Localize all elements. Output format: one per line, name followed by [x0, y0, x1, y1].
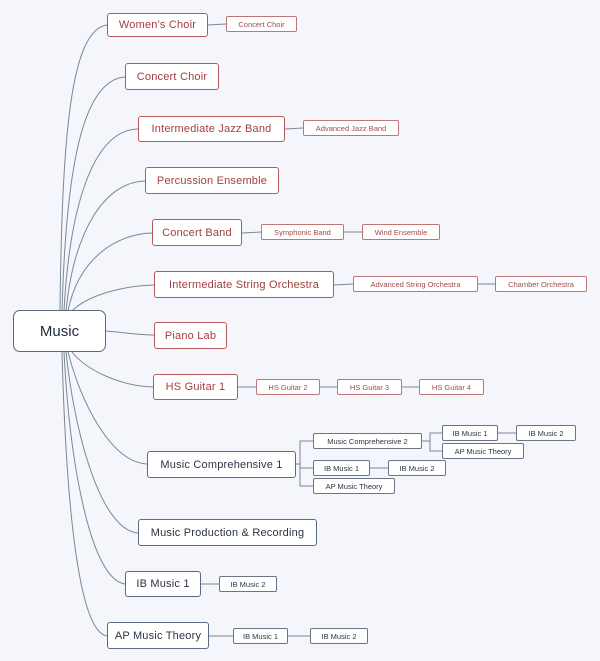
child-ib-music-2[interactable]: IB Music 2: [219, 576, 277, 592]
node-label: AP Music Theory: [325, 481, 383, 491]
branch-concert-band[interactable]: Concert Band: [152, 219, 242, 246]
connector: [65, 351, 139, 534]
branch-ib-music-1[interactable]: IB Music 1: [125, 571, 201, 597]
node-label: IB Music 2: [230, 579, 266, 589]
connector: [61, 351, 108, 637]
branch-piano-lab[interactable]: Piano Lab: [154, 322, 227, 349]
child-ib-music-1[interactable]: IB Music 1: [442, 425, 498, 441]
connector: [284, 127, 304, 130]
connector: [429, 441, 442, 452]
child-ib-music-2[interactable]: IB Music 2: [310, 628, 368, 644]
child-wind-ensemble[interactable]: Wind Ensemble: [362, 224, 440, 240]
node-label: AP Music Theory: [454, 446, 512, 456]
node-label: IB Music 1: [452, 428, 488, 438]
node-label: HS Guitar 4: [431, 382, 472, 392]
child-ap-music-theory[interactable]: AP Music Theory: [313, 478, 395, 494]
child-advanced-jazz-band[interactable]: Advanced Jazz Band: [303, 120, 399, 136]
node-label: Piano Lab: [164, 329, 217, 342]
branch-music-comprehensive-1[interactable]: Music Comprehensive 1: [147, 451, 296, 478]
connector: [105, 330, 155, 336]
node-label: Advanced Jazz Band: [315, 123, 387, 133]
child-ib-music-1[interactable]: IB Music 1: [313, 460, 370, 476]
child-concert-choir[interactable]: Concert Choir: [226, 16, 297, 32]
node-label: Music Comprehensive 1: [160, 458, 283, 471]
child-hs-guitar-4[interactable]: HS Guitar 4: [419, 379, 484, 395]
node-label: HS Guitar 3: [349, 382, 390, 392]
connector: [422, 432, 442, 442]
connector: [61, 76, 126, 312]
connector: [67, 232, 153, 312]
branch-womens-choir[interactable]: Women's Choir: [107, 13, 208, 37]
connector: [299, 464, 313, 469]
child-ib-music-1[interactable]: IB Music 1: [233, 628, 288, 644]
node-label: IB Music 1: [242, 631, 278, 641]
child-ib-music-2[interactable]: IB Music 2: [516, 425, 576, 441]
node-label: IB Music 2: [528, 428, 564, 438]
node-label: Chamber Orchestra: [508, 279, 574, 289]
node-label: Concert Choir: [136, 70, 208, 83]
branch-music-production-recording[interactable]: Music Production & Recording: [138, 519, 317, 546]
connector: [241, 231, 262, 234]
connector: [71, 284, 155, 312]
child-symphonic-band[interactable]: Symphonic Band: [261, 224, 344, 240]
connector: [333, 283, 354, 286]
node-label: Wind Ensemble: [374, 227, 428, 237]
node-label: Advanced String Orchestra: [370, 279, 461, 289]
node-label: Symphonic Band: [274, 227, 331, 237]
connector: [59, 24, 108, 312]
node-label: HS Guitar 1: [165, 381, 226, 393]
branch-hs-guitar-1[interactable]: HS Guitar 1: [153, 374, 238, 400]
connector-lines: [59, 23, 516, 637]
node-label: Intermediate Jazz Band: [151, 123, 272, 135]
child-music-comprehensive-2[interactable]: Music Comprehensive 2: [313, 433, 422, 449]
child-chamber-orchestra[interactable]: Chamber Orchestra: [495, 276, 587, 292]
child-ap-music-theory[interactable]: AP Music Theory: [442, 443, 524, 459]
child-ib-music-2[interactable]: IB Music 2: [388, 460, 446, 476]
node-label: Music Production & Recording: [150, 526, 305, 539]
node-label: Concert Choir: [238, 19, 285, 29]
connector: [63, 128, 139, 312]
root-node-music[interactable]: Music: [13, 310, 106, 352]
branch-intermediate-jazz-band[interactable]: Intermediate Jazz Band: [138, 116, 285, 142]
node-label: IB Music 1: [323, 463, 359, 473]
connector: [299, 464, 313, 487]
node-label: AP Music Theory: [114, 629, 202, 642]
node-label: IB Music 1: [136, 578, 190, 590]
node-label: Women's Choir: [118, 19, 197, 31]
node-label: Music: [39, 322, 80, 340]
connector: [71, 351, 154, 388]
node-label: Intermediate String Orchestra: [168, 278, 320, 291]
child-advanced-string-orchestra[interactable]: Advanced String Orchestra: [353, 276, 478, 292]
connector: [296, 440, 313, 465]
node-label: IB Music 2: [399, 463, 435, 473]
connector: [67, 351, 148, 465]
child-hs-guitar-3[interactable]: HS Guitar 3: [337, 379, 402, 395]
branch-concert-choir[interactable]: Concert Choir: [125, 63, 219, 90]
branch-percussion-ensemble[interactable]: Percussion Ensemble: [145, 167, 279, 194]
node-label: Percussion Ensemble: [156, 174, 268, 187]
connector: [63, 351, 126, 585]
child-hs-guitar-2[interactable]: HS Guitar 2: [256, 379, 320, 395]
node-label: IB Music 2: [321, 631, 357, 641]
node-label: HS Guitar 2: [268, 382, 308, 392]
connector: [207, 23, 227, 26]
connector: [65, 180, 146, 312]
node-label: Concert Band: [162, 226, 232, 239]
branch-intermediate-string-orchestra[interactable]: Intermediate String Orchestra: [154, 271, 334, 298]
node-label: Music Comprehensive 2: [327, 436, 408, 446]
branch-ap-music-theory[interactable]: AP Music Theory: [107, 622, 209, 649]
